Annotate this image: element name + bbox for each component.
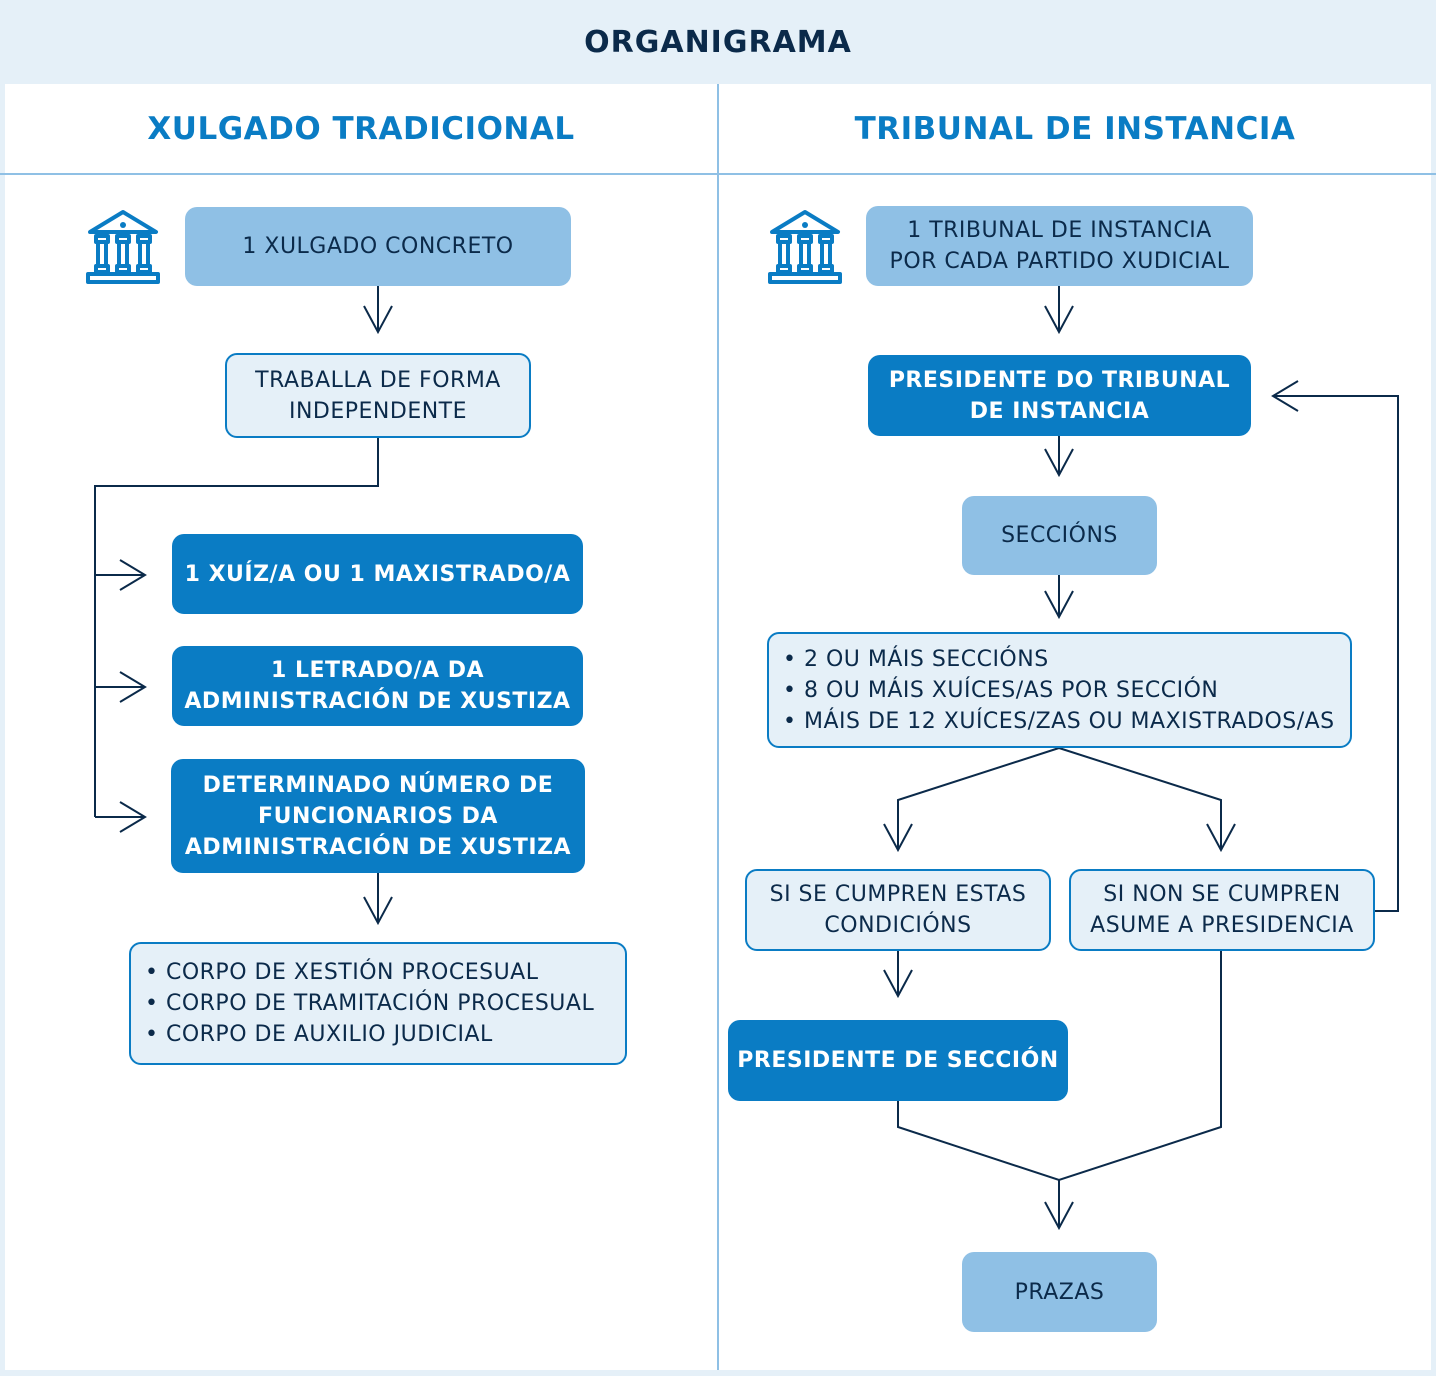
header-divider [0,173,1436,175]
box-judge: 1 XUÍZ/A OU 1 MAXISTRADO/A [172,534,583,614]
box-conditions-met: SI SE CUMPREN ESTAS CONDICIÓNS [745,869,1051,951]
arrow-head [363,896,393,926]
box-section-conditions: • 2 OU MÁIS SECCIÓNS • 8 OU MÁIS XUÍCES/… [767,632,1352,748]
arrow-head [883,823,913,853]
box-works-independently: TRABALLA DE FORMA INDEPENDENTE [225,353,531,438]
box-label: DE INSTANCIA [969,398,1150,424]
box-label: CONDICIÓNS [824,913,972,938]
box-label: SI SE CUMPREN ESTAS [769,882,1027,907]
box-label: SECCIÓNS [1001,523,1118,548]
box-label: 1 TRIBUNAL DE INSTANCIA [907,218,1212,243]
list-item: • CORPO DE TRAMITACIÓN PROCESUAL [145,991,595,1016]
box-label: ASUME A PRESIDENCIA [1090,913,1354,938]
box-label: PRESIDENTE DE SECCIÓN [737,1048,1059,1073]
box-label: 1 XUÍZ/A OU 1 MAXISTRADO/A [184,561,571,587]
list-item: • CORPO DE AUXILIO JUDICIAL [145,1022,493,1047]
connector-line [1058,747,1222,850]
arrow-head [883,969,913,999]
arrow-head [119,801,147,833]
box-single-court: 1 XULGADO CONCRETO [185,207,571,286]
connector-line [94,438,379,817]
arrow-head [119,671,147,703]
arrow-head [119,559,147,591]
list-item: • CORPO DE XESTIÓN PROCESUAL [145,960,539,985]
arrow-head [363,305,393,335]
box-section-president: PRESIDENTE DE SECCIÓN [728,1020,1068,1101]
arrow-head [1044,1201,1074,1231]
column-divider [717,84,719,1370]
box-civil-service-bodies: • CORPO DE XESTIÓN PROCESUAL • CORPO DE … [129,942,627,1065]
box-label: INDEPENDENTE [288,398,468,424]
box-officials: DETERMINADO NÚMERO DE FUNCIONARIOS DA AD… [171,759,585,873]
arrow-head [1206,823,1236,853]
arrow-head [1044,448,1074,478]
courthouse-icon [768,210,842,284]
list-item: • 8 OU MÁIS XUÍCES/AS POR SECCIÓN [783,677,1219,703]
box-sections: SECCIÓNS [962,496,1157,575]
box-label: PRESIDENTE DO TRIBUNAL [888,367,1231,393]
box-label: SI NON SE CUMPREN [1103,882,1341,907]
box-label: FUNCIONARIOS DA [258,803,498,829]
box-court-president: PRESIDENTE DO TRIBUNAL DE INSTANCIA [868,355,1251,436]
heading-traditional-court: XULGADO TRADICIONAL [147,110,575,147]
box-court-lawyer: 1 LETRADO/A DA ADMINISTRACIÓN DE XUSTIZA [172,646,583,726]
arrow-head [1044,590,1074,620]
box-instance-court-per-district: 1 TRIBUNAL DE INSTANCIA POR CADA PARTIDO… [866,206,1253,286]
box-posts: PRAZAS [962,1252,1157,1332]
arrow-head [1044,305,1074,335]
connector-line [897,747,1060,850]
box-label: PRAZAS [1014,1279,1105,1305]
box-label: DETERMINADO NÚMERO DE [202,772,554,798]
box-conditions-not-met: SI NON SE CUMPREN ASUME A PRESIDENCIA [1069,869,1375,951]
page-title: ORGANIGRAMA [584,24,852,60]
box-label: 1 XULGADO CONCRETO [242,234,514,259]
arrow-head [1271,380,1299,412]
box-label: 1 LETRADO/A DA [271,658,484,683]
box-label: ADMINISTRACIÓN DE XUSTIZA [184,834,572,860]
box-label: POR CADA PARTIDO XUDICIAL [889,249,1230,274]
box-label: ADMINISTRACIÓN DE XUSTIZA [184,689,571,714]
heading-instance-court: TRIBUNAL DE INSTANCIA [854,110,1296,147]
list-item: • 2 OU MÁIS SECCIÓNS [783,646,1049,672]
list-item: • MÁIS DE 12 XUÍCES/ZAS OU MAXISTRADOS/A… [783,708,1335,734]
connector-line [1273,395,1399,912]
panel-traditional-court [5,84,717,1370]
courthouse-icon [86,210,160,284]
box-label: TRABALLA DE FORMA [255,367,501,393]
